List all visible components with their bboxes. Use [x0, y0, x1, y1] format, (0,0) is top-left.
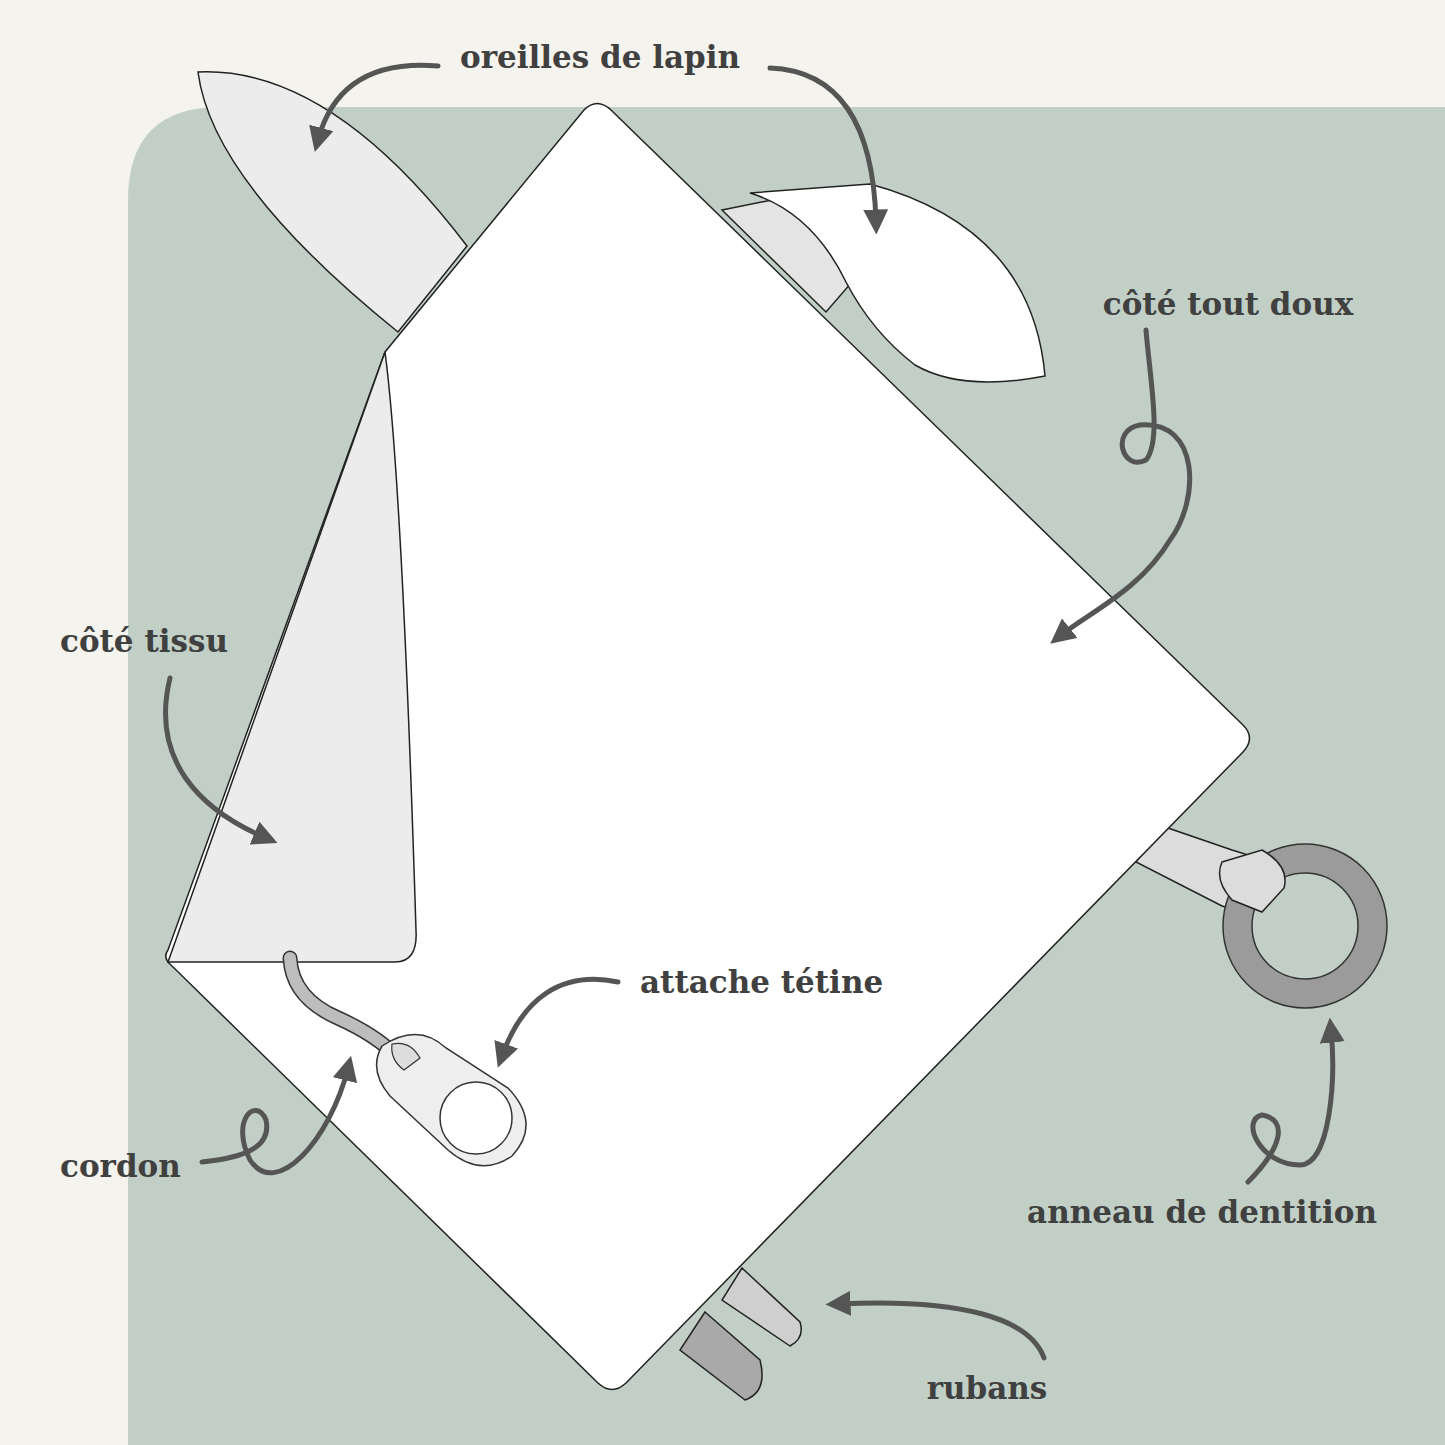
leader-arrow: [502, 979, 618, 1056]
part-label: anneau de dentition: [1027, 1195, 1377, 1229]
part-label: cordon: [60, 1149, 181, 1183]
ribbon-loop: [680, 1312, 762, 1400]
leader-arrow: [202, 1068, 348, 1173]
part-label: oreilles de lapin: [460, 40, 740, 74]
cord-outline: [290, 958, 398, 1058]
part-label: attache tétine: [640, 965, 883, 999]
cord-loop: [392, 1043, 420, 1070]
leader-arrow: [1248, 1030, 1333, 1182]
part-label: côté tout doux: [1103, 287, 1353, 321]
ribbon-loop: [722, 1268, 801, 1346]
leader-arrows: [166, 65, 1333, 1358]
part-label: rubans: [927, 1371, 1048, 1405]
ring-ribbon: [1136, 826, 1290, 916]
clip-hole: [440, 1082, 512, 1154]
leader-arrow: [770, 68, 876, 222]
leader-arrow: [318, 65, 438, 140]
cord: [290, 958, 398, 1058]
part-label: côté tissu: [60, 624, 228, 658]
leader-arrow: [166, 678, 266, 838]
leader-arrow: [838, 1303, 1044, 1358]
ring-knot: [1220, 850, 1286, 912]
leader-arrow: [1060, 330, 1190, 636]
